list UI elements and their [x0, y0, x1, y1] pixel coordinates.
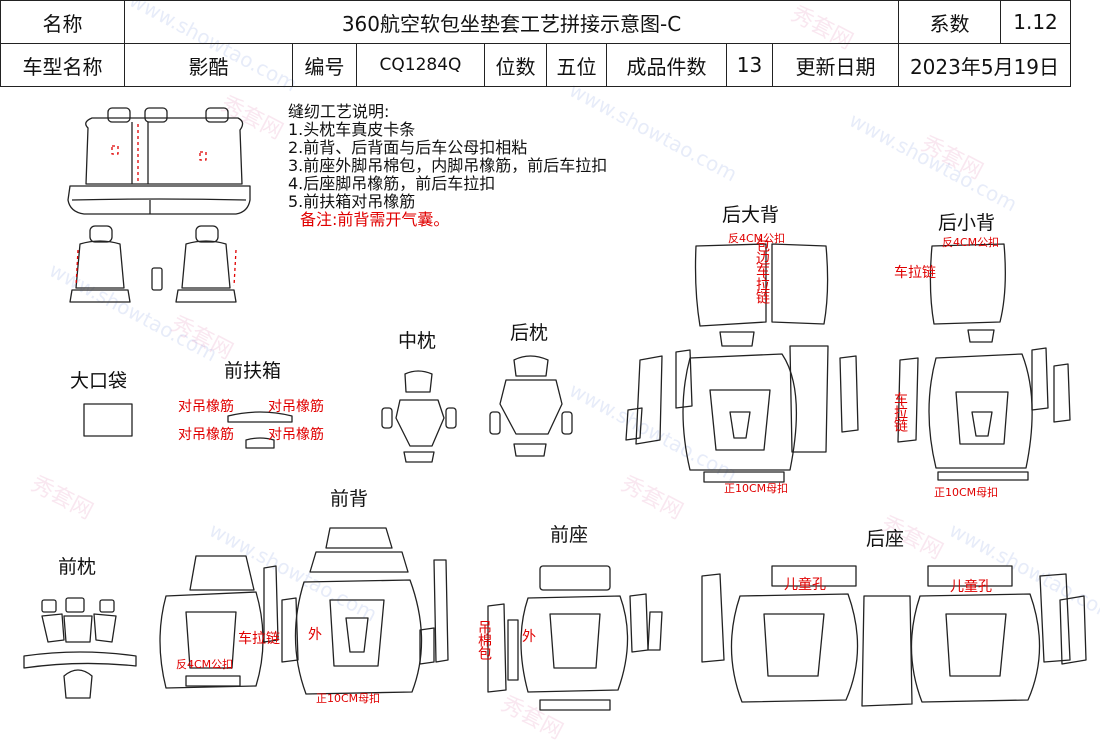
- rear-seat-overview: [67, 107, 251, 215]
- rear-seat-seams: [111, 124, 207, 184]
- front-armrest-pieces: [227, 411, 293, 449]
- section-front-pillow: 前枕: [58, 556, 97, 578]
- note-item: 1.头枕车真皮卡条: [288, 120, 416, 139]
- rear-big-back-pieces: [625, 243, 859, 483]
- note-item: 4.后座脚吊橡筋，前后车拉扣: [288, 174, 496, 193]
- update-value: 2023年5月19日: [898, 43, 1071, 87]
- annotation-elastic: 对吊橡筋: [268, 399, 324, 415]
- section-front-armrest: 前扶箱: [224, 360, 282, 382]
- annotation-zip-front-back: 车拉链: [238, 631, 280, 647]
- mid-pillow-pieces: [381, 370, 457, 463]
- section-rear-pillow: 后枕: [510, 322, 549, 344]
- note-item: 3.前座外脚吊棉包，内脚吊橡筋，前后车拉扣: [288, 156, 608, 175]
- front-seat-left-overview: [69, 225, 163, 303]
- big-pocket-piece: [83, 403, 133, 437]
- front-seat-seams: [75, 249, 237, 287]
- section-big-pocket: 大口袋: [70, 370, 128, 392]
- seats-value: 五位: [546, 43, 607, 87]
- annotation-rev4-big-back: 反4CM公扣: [728, 232, 786, 245]
- section-rear-small-back: 后小背: [938, 212, 996, 234]
- header-row-2: 车型名称 影酷 编号 CQ1284Q 位数 五位 成品件数 13 更新日期 20…: [0, 43, 1071, 87]
- notes-heading: 缝纫工艺说明:: [288, 102, 390, 121]
- annotation-elastic: 对吊橡筋: [178, 399, 234, 415]
- model-value: 影酷: [124, 43, 293, 87]
- front-seat-right-overview: [175, 225, 237, 303]
- annotation-side-zip: 包边车拉链: [754, 238, 770, 303]
- rear-pillow-pieces: [489, 355, 573, 457]
- front-seat-pieces: [487, 565, 663, 711]
- pieces-label: 成品件数: [606, 43, 727, 87]
- rear-seat-pieces: [701, 565, 1087, 707]
- annotation-pos10-big-back: 正10CM母扣: [724, 482, 789, 495]
- annotation-elastic: 对吊橡筋: [178, 427, 234, 443]
- annotation-pos10-small-back: 正10CM母扣: [934, 486, 999, 499]
- code-value: CQ1284Q: [356, 43, 485, 87]
- code-label: 编号: [292, 43, 357, 87]
- note-item: 2.前背、后背面与后车公母扣相粘: [288, 138, 528, 157]
- header-table: 名称 360航空软包坐垫套工艺拼接示意图-C 系数 1.12 车型名称 影酷 编…: [0, 0, 1071, 87]
- section-rear-big-back: 后大背: [722, 204, 780, 226]
- annotation-outer-front-back: 外: [308, 627, 322, 643]
- update-label: 更新日期: [772, 43, 899, 87]
- annotation-zip-small-back: 车拉链: [894, 265, 936, 281]
- annotation-child-hole-left: 儿童孔: [784, 577, 826, 593]
- model-label: 车型名称: [0, 43, 125, 87]
- seats-label: 位数: [484, 43, 547, 87]
- front-pillow-pieces: [23, 597, 137, 699]
- annotation-zip-vertical: 车拉链: [892, 392, 908, 431]
- annotation-rev4-small-back: 反4CM公扣: [942, 236, 1000, 249]
- annotation-outer-front-seat: 外: [522, 629, 536, 645]
- front-back-pieces: [159, 527, 449, 695]
- pieces-value: 13: [726, 43, 773, 87]
- drawing-title: 360航空软包坐垫套工艺拼接示意图-C: [124, 0, 899, 44]
- section-front-seat: 前座: [550, 524, 589, 546]
- note-item: 5.前扶箱对吊橡筋: [288, 192, 416, 211]
- name-label: 名称: [0, 0, 125, 44]
- annotation-child-hole-right: 儿童孔: [950, 579, 992, 595]
- coef-label: 系数: [898, 0, 1001, 44]
- annotation-rev4-front-back: 反4CM公扣: [176, 658, 234, 671]
- section-rear-seat: 后座: [866, 528, 905, 550]
- section-mid-pillow: 中枕: [398, 330, 437, 352]
- sewing-notes: 缝纫工艺说明: 1.头枕车真皮卡条 2.前背、后背面与后车公母扣相粘 3.前座外…: [288, 103, 607, 229]
- annotation-pos10-front-back: 正10CM母扣: [316, 692, 381, 705]
- annotation-elastic: 对吊橡筋: [268, 427, 324, 443]
- rear-small-back-pieces: [897, 243, 1071, 481]
- notes-remark: 备注:前背需开气囊。: [300, 210, 450, 229]
- section-front-back: 前背: [330, 488, 369, 510]
- annotation-cotton-bag: 吊棉包: [476, 620, 492, 659]
